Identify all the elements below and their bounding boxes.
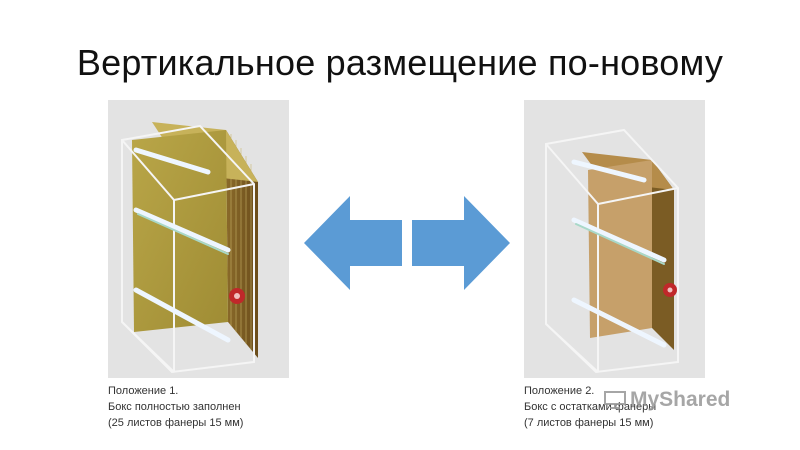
- watermark-text: MyShared: [630, 388, 731, 411]
- partial-box-illustration: [524, 100, 705, 378]
- right-caption-line1: Положение 2.: [524, 385, 595, 397]
- right-caption-line3: (7 листов фанеры 15 мм): [524, 417, 654, 429]
- presentation-icon: [604, 391, 626, 409]
- arrow-right-icon: [412, 196, 510, 290]
- left-caption-line3: (25 листов фанеры 15 мм): [108, 417, 244, 429]
- partial-box-drawing: [545, 128, 679, 374]
- full-box-illustration: [108, 100, 289, 378]
- arrow-left-icon: [304, 196, 402, 290]
- full-box-drawing: [121, 122, 258, 374]
- slide-title: Вертикальное размещение по-новому: [76, 42, 724, 83]
- left-caption-line2: Бокс полностью заполнен: [108, 401, 241, 413]
- left-caption-line1: Положение 1.: [108, 385, 179, 397]
- arrows-group: [304, 196, 510, 290]
- left-caption: Положение 1. Бокс полностью заполнен (25…: [108, 383, 243, 431]
- watermark: MyShared: [604, 388, 730, 412]
